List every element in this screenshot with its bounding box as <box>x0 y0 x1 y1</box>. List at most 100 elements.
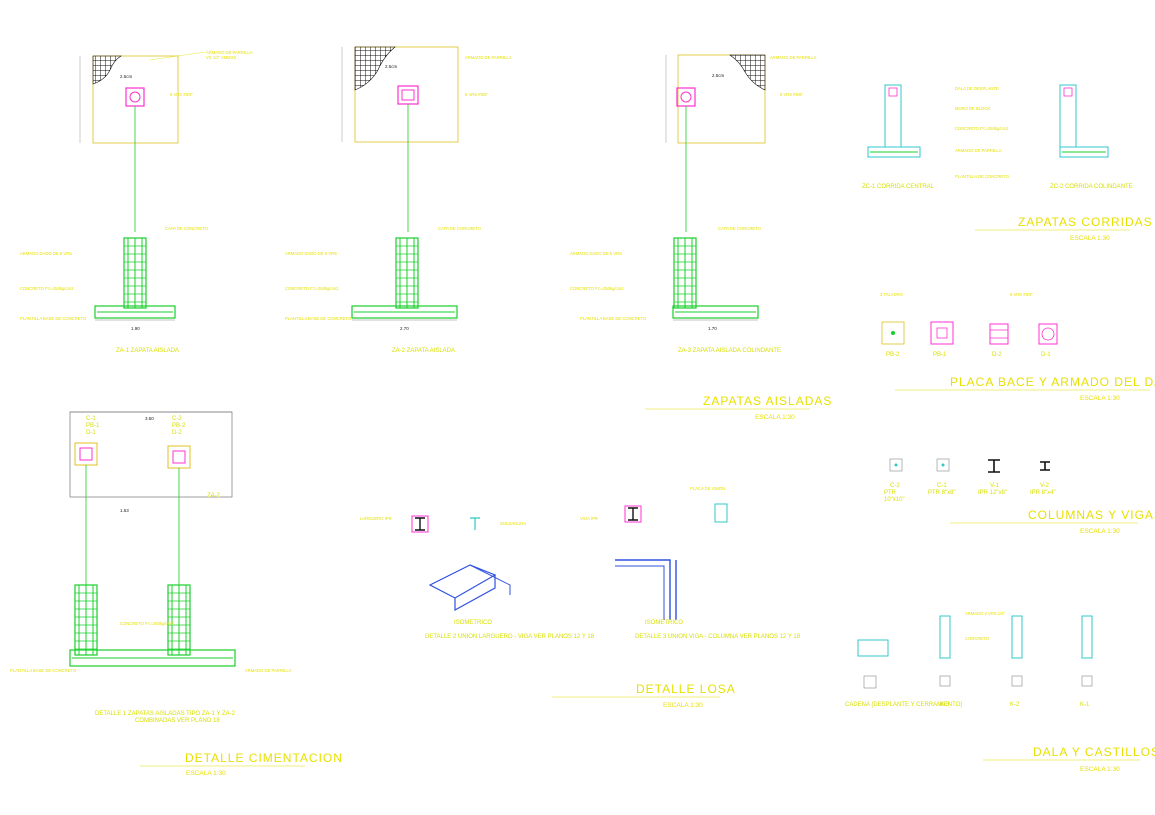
svg-text:CONCRETO F'c=250kg/cm2: CONCRETO F'c=250kg/cm2 <box>955 126 1009 131</box>
svg-text:CONCRETO F'c=250kg/cm2: CONCRETO F'c=250kg/cm2 <box>570 286 624 291</box>
placa-caption: D-1 <box>1041 352 1051 358</box>
zapatas-corridas: DALA DE DESPLANTE MURO DE BLOCK CONCRETO… <box>862 84 1133 190</box>
svg-text:PB-1: PB-1 <box>86 423 100 429</box>
svg-text:ARMADO DE PARRILLA: ARMADO DE PARRILLA <box>245 668 292 673</box>
svg-text:PLACA DE UNION: PLACA DE UNION <box>690 486 725 491</box>
footing-za3-section: 1.70 ARMADO DADO DE 6 VRS CONCRETO F'c=2… <box>570 226 781 354</box>
svg-text:PLANTILLA BASE DE CONCRETO: PLANTILLA BASE DE CONCRETO <box>580 316 647 321</box>
section-title-zapatas-aisladas: ZAPATAS AISLADAS ESCALA 1:30 <box>645 394 832 421</box>
placa-caption: PB-1 <box>933 352 947 358</box>
svg-text:3 TALADRO: 3 TALADRO <box>880 292 904 297</box>
svg-text:ESCALA 1:30: ESCALA 1:30 <box>755 414 795 421</box>
svg-text:ESCALA 1:30: ESCALA 1:30 <box>663 702 703 709</box>
svg-text:DETALLE LOSA: DETALLE LOSA <box>636 682 736 696</box>
svg-text:PLANTILLA BASE DE CONCRETO: PLANTILLA BASE DE CONCRETO <box>285 316 352 321</box>
section-title-detalle-cimentacion: DETALLE CIMENTACION ESCALA 1:30 <box>140 751 343 777</box>
svg-text:ESCALA 1:30: ESCALA 1:30 <box>1070 235 1110 242</box>
svg-text:ZAPATAS CORRIDAS: ZAPATAS CORRIDAS <box>1018 215 1153 229</box>
losa-detail-2: LARGUERO IPR SOLDADURA ISOMETRICO DETALL… <box>360 515 595 640</box>
section-title-dala-castillos: DALA Y CASTILLOS ESCALA 1:30 <box>983 745 1155 773</box>
cimentacion-plan: 3.50 C-1 PB-1 D-1 C-2 PB-2 D-2 ZA-2 1.53 <box>69 411 233 585</box>
section-title-placa-base: PLACA BACE Y ARMADO DEL DADO ESCALA 1:30 <box>895 375 1155 402</box>
svg-text:2.5cm: 2.5cm <box>712 73 725 78</box>
svg-text:ARMADO DADO DE 6 VRS: ARMADO DADO DE 6 VRS <box>20 251 72 256</box>
svg-text:PB-2: PB-2 <box>172 423 186 429</box>
svg-text:DALA Y CASTILLOS: DALA Y CASTILLOS <box>1033 745 1155 759</box>
svg-text:2.70: 2.70 <box>400 326 409 331</box>
svg-text:DETALLE CIMENTACION: DETALLE CIMENTACION <box>185 751 343 765</box>
svg-text:MURO DE BLOCK: MURO DE BLOCK <box>955 106 990 111</box>
svg-text:D-2: D-2 <box>172 430 182 436</box>
svg-text:VS 1/2" AMBOS: VS 1/2" AMBOS <box>206 55 236 60</box>
svg-text:ZAPATAS AISLADAS: ZAPATAS AISLADAS <box>703 394 832 408</box>
svg-text:10"x10": 10"x10" <box>884 497 905 503</box>
losa-caption: DETALLE 3 UNION VIGA - COLUMNA VER PLANO… <box>635 634 801 640</box>
svg-text:ESCALA 1:30: ESCALA 1:30 <box>1080 766 1120 773</box>
svg-text:ARMADO DE PARRILLA: ARMADO DE PARRILLA <box>770 55 817 60</box>
svg-text:CONCRETO F'c=250kg/cm2: CONCRETO F'c=250kg/cm2 <box>285 286 339 291</box>
placa-caption: PB-2 <box>886 352 900 358</box>
column-caption: C-1 <box>937 483 947 489</box>
footing-za2-section: 2.70 ARMADO DADO DE 6 VRS CONCRETO F'c=2… <box>285 226 482 354</box>
svg-text:ARMADO DE PARRILLA: ARMADO DE PARRILLA <box>206 50 253 55</box>
svg-text:1.90: 1.90 <box>131 326 140 331</box>
svg-text:6 VRS #5/8": 6 VRS #5/8" <box>1010 292 1033 297</box>
footing-za2-plan: 2.5cm ARMADO DE PARRILLA 6 VRS #5/8" <box>341 46 512 232</box>
svg-text:CAPA DE CONCRETO: CAPA DE CONCRETO <box>165 226 209 231</box>
svg-text:1.70: 1.70 <box>708 326 717 331</box>
svg-text:1.53: 1.53 <box>120 508 129 513</box>
losa-detail-3: VIGA IPR PLACA DE UNION ISOMETRICO DETAL… <box>580 486 801 640</box>
svg-text:ESCALA 1:30: ESCALA 1:30 <box>186 770 226 777</box>
losa-caption: DETALLE 2 UNION LARGUERO - VIGA VER PLAN… <box>425 634 595 640</box>
castillo-caption: K-1 <box>1080 702 1090 708</box>
svg-text:ARMADO DADO DE 6 VRS: ARMADO DADO DE 6 VRS <box>285 251 337 256</box>
svg-text:DALA DE DESPLANTE: DALA DE DESPLANTE <box>955 86 999 91</box>
svg-text:6 VRS #5/8": 6 VRS #5/8" <box>170 92 193 97</box>
castillos-details: ARMADO 4 VRS 1/4" CONCRETO CADENA (DESPL… <box>845 611 1093 708</box>
svg-text:COLUMNAS Y VIGAS: COLUMNAS Y VIGAS <box>1028 508 1155 522</box>
cimentacion-caption: DETALLE 1 ZAPATAS AISLADAS TIPO ZA-1 Y Z… <box>95 711 236 717</box>
svg-text:ARMADO DE PARRILLA: ARMADO DE PARRILLA <box>465 55 512 60</box>
footing-za3-plan: 2.5cm ARMADO DE PARRILLA 6 VRS #5/8" <box>665 54 817 232</box>
svg-text:PTR 8"x8": PTR 8"x8" <box>928 490 956 496</box>
svg-text:PLANTILLA BASE DE CONCRETO: PLANTILLA BASE DE CONCRETO <box>20 316 87 321</box>
svg-text:D-1: D-1 <box>86 430 96 436</box>
section-title-detalle-losa: DETALLE LOSA ESCALA 1:30 <box>552 682 736 709</box>
svg-text:PLANTILLA BASE DE CONCRETO: PLANTILLA BASE DE CONCRETO <box>10 668 77 673</box>
svg-text:ARMADO 4 VRS 1/4": ARMADO 4 VRS 1/4" <box>965 611 1006 616</box>
svg-text:CONCRETO F'c=250kg/cm2: CONCRETO F'c=250kg/cm2 <box>120 621 174 626</box>
svg-text:CAPA DE CONCRETO: CAPA DE CONCRETO <box>438 226 482 231</box>
svg-text:IPR 12"x8": IPR 12"x8" <box>978 490 1007 496</box>
svg-text:ARMADO DADO DE 6 VRS: ARMADO DADO DE 6 VRS <box>570 251 622 256</box>
corrida-caption: ZC-1 CORRIDA CENTRAL <box>862 184 935 190</box>
cimentacion-section: PLANTILLA BASE DE CONCRETO ARMADO DE PAR… <box>10 584 292 724</box>
columnas-vigas-details: C-2 PTR 10"x10" C-1 PTR 8"x8" V-1 IPR 12… <box>884 458 1056 503</box>
castillo-caption: CADENA (DESPLANTE Y CERRAMIENTO) <box>845 702 962 708</box>
column-caption: C-2 <box>890 483 900 489</box>
svg-text:ISOMETRICO: ISOMETRICO <box>645 620 683 626</box>
svg-text:IPR 8"x4": IPR 8"x4" <box>1030 490 1056 496</box>
corrida-caption: ZC-2 CORRIDA COLINDANTE <box>1050 184 1133 190</box>
column-caption: V-2 <box>1040 483 1050 489</box>
footing-caption: ZA-3 ZAPATA AISLADA COLINDANTE <box>678 348 781 354</box>
section-title-zapatas-corridas: ZAPATAS CORRIDAS ESCALA 1:30 <box>975 215 1153 242</box>
svg-text:VIGA IPR: VIGA IPR <box>580 516 598 521</box>
svg-text:ZA-2: ZA-2 <box>207 493 221 499</box>
footing-caption: ZA-2 ZAPATA AISLADA <box>392 348 455 354</box>
section-title-columnas-vigas: COLUMNAS Y VIGAS ESCALA 1:30 <box>950 508 1155 535</box>
footing-za1-plan: 2.5cm ARMADO DE PARRILLA VS 1/2" AMBOS 6… <box>79 50 253 232</box>
svg-text:6 VRS #5/8": 6 VRS #5/8" <box>780 92 803 97</box>
svg-text:PTR: PTR <box>884 490 897 496</box>
svg-text:3.50: 3.50 <box>145 416 154 421</box>
svg-text:PLACA BACE Y ARMADO DEL DADO: PLACA BACE Y ARMADO DEL DADO <box>950 375 1155 389</box>
castillo-caption: K-3 <box>940 702 950 708</box>
svg-text:ISOMETRICO: ISOMETRICO <box>454 620 492 626</box>
castillo-caption: K-2 <box>1010 702 1020 708</box>
placa-base-details: 3 TALADRO 6 VRS #5/8" PB-2 PB-1 D-2 D-1 <box>880 292 1058 358</box>
svg-text:SOLDADURA: SOLDADURA <box>500 521 526 526</box>
svg-text:2.5cm: 2.5cm <box>385 64 398 69</box>
svg-text:CAPA DE CONCRETO: CAPA DE CONCRETO <box>718 226 762 231</box>
svg-text:CONCRETO: CONCRETO <box>965 636 990 641</box>
footing-za1-section: 1.90 ARMADO DADO DE 6 VRS CONCRETO F'c=2… <box>20 226 209 354</box>
